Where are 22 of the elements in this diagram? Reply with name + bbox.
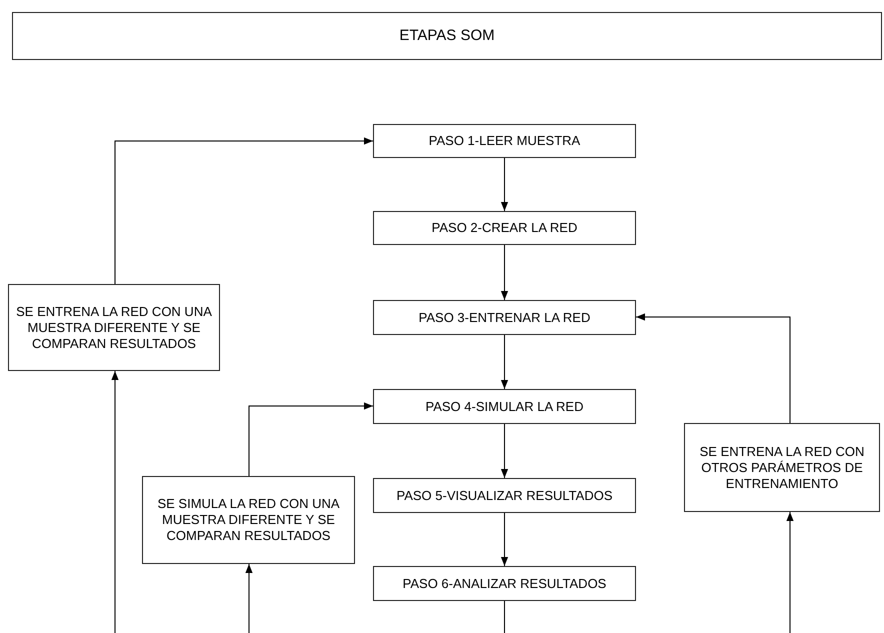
- arrow: [114, 137, 374, 284]
- arrow: [248, 402, 374, 476]
- process-box: PASO 3-ENTRENAR LA RED: [373, 300, 636, 335]
- arrow: [636, 313, 790, 424]
- arrow: [245, 564, 253, 633]
- process-box: SE ENTRENA LA RED CON OTROS PARÁMETROS DE ENTRENAMIENTO: [684, 423, 880, 512]
- process-box: PASO 2-CREAR LA RED: [373, 211, 636, 245]
- process-box: SE SIMULA LA RED CON UNA MUESTRA DIFERENTE Y SE COMPARAN RESULTADOS: [142, 476, 355, 564]
- title-box: ETAPAS SOM: [12, 12, 882, 60]
- process-box: PASO 4-SIMULAR LA RED: [373, 389, 636, 424]
- process-box: PASO 6-ANALIZAR RESULTADOS: [373, 566, 636, 601]
- process-box: PASO 1-LEER MUESTRA: [373, 124, 636, 158]
- process-box: PASO 5-VISUALIZAR RESULTADOS: [373, 478, 636, 513]
- arrow: [500, 244, 508, 300]
- arrow: [500, 158, 508, 212]
- arrow: [786, 512, 794, 633]
- process-box: SE ENTRENA LA RED CON UNA MUESTRA DIFERENTE Y SE COMPARAN RESULTADOS: [8, 284, 220, 371]
- arrow: [500, 512, 508, 566]
- arrow: [500, 424, 508, 478]
- arrow: [111, 370, 119, 633]
- arrow: [500, 334, 508, 390]
- connector-line: [504, 600, 505, 633]
